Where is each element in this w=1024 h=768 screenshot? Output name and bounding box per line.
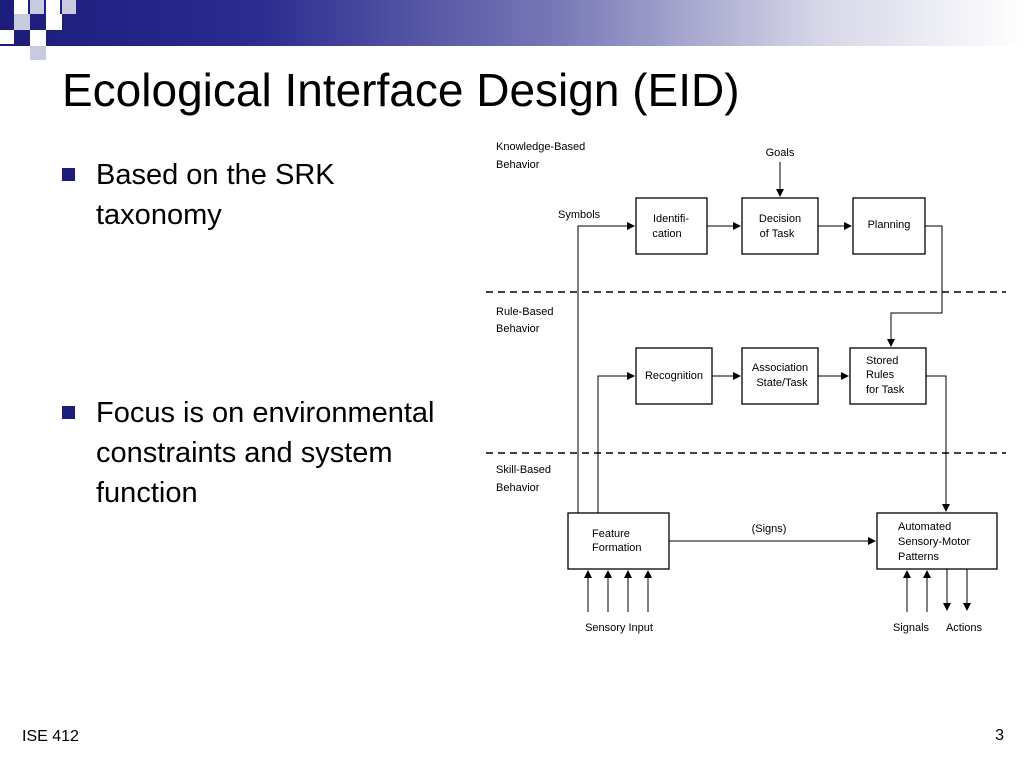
level-label-knowledge: Knowledge-Based [496, 141, 585, 153]
box-identification-label: cation [652, 228, 681, 240]
box-identification-label: Identifi- [653, 213, 689, 225]
box-feature-formation-label: Feature [592, 528, 630, 540]
header-banner [0, 0, 1024, 46]
bullet-text: Based on the SRK taxonomy [96, 159, 335, 231]
box-stored-rules-label: for Task [866, 384, 905, 396]
box-decision-label: of Task [760, 228, 795, 240]
box-automated-label: Patterns [898, 551, 939, 563]
sensory-input-label: Sensory Input [585, 622, 653, 634]
level-label-skill: Skill-Based [496, 464, 551, 476]
box-planning-label: Planning [868, 219, 911, 231]
deco-square [30, 46, 46, 60]
deco-square [14, 0, 28, 14]
deco-square [30, 0, 44, 14]
box-recognition [635, 347, 713, 405]
arrow-planning-to-stored-rules [887, 225, 943, 347]
arrow-stored-rules-to-automated [926, 375, 950, 512]
box-automated-label: Automated [898, 521, 951, 533]
bullet-square-icon [62, 406, 75, 419]
deco-square [0, 30, 14, 44]
box-planning [852, 197, 926, 255]
slide-title: Ecological Interface Design (EID) [62, 64, 740, 116]
box-automated-patterns [876, 512, 998, 570]
level-label-rule: Rule-Based [496, 306, 553, 318]
footer-course-code: ISE 412 [22, 728, 79, 745]
symbols-label: Symbols [558, 209, 601, 221]
bullet-item: Based on the SRK taxonomy [62, 155, 452, 235]
bullet-item: Focus is on environmental constraints an… [62, 393, 452, 513]
level-label-knowledge: Behavior [496, 159, 540, 171]
box-association-label: State/Task [756, 377, 808, 389]
deco-square [62, 0, 76, 14]
bullet-text: Focus is on environmental constraints an… [96, 397, 435, 509]
arrow-feature-to-identification [577, 222, 635, 513]
box-stored-rules-label: Stored [866, 355, 898, 367]
box-identification [635, 197, 708, 255]
box-automated-label: Sensory-Motor [898, 536, 970, 548]
box-decision-label: Decision [759, 213, 801, 225]
deco-square [30, 30, 46, 46]
deco-square [0, 0, 14, 14]
bullet-square-icon [62, 168, 75, 181]
deco-square [14, 14, 30, 30]
goals-label: Goals [766, 147, 795, 159]
deco-square [46, 14, 62, 30]
level-label-skill: Behavior [496, 482, 540, 494]
box-feature-formation-label: Formation [592, 542, 642, 554]
level-label-rule: Behavior [496, 323, 540, 335]
box-decision [741, 197, 819, 255]
signs-label: (Signs) [752, 523, 787, 535]
box-recognition-label: Recognition [645, 370, 703, 382]
box-stored-rules-label: Rules [866, 369, 895, 381]
box-feature-formation [567, 512, 670, 570]
signals-label: Signals [893, 622, 930, 634]
actions-label: Actions [946, 622, 983, 634]
arrow-feature-to-recognition [597, 372, 635, 513]
page-number: 3 [995, 727, 1004, 744]
srk-diagram: Knowledge-Based Behavior Rule-Based Beha… [486, 141, 1006, 634]
box-association-label: Association [752, 362, 808, 374]
box-association [741, 347, 819, 405]
deco-square [46, 0, 60, 14]
